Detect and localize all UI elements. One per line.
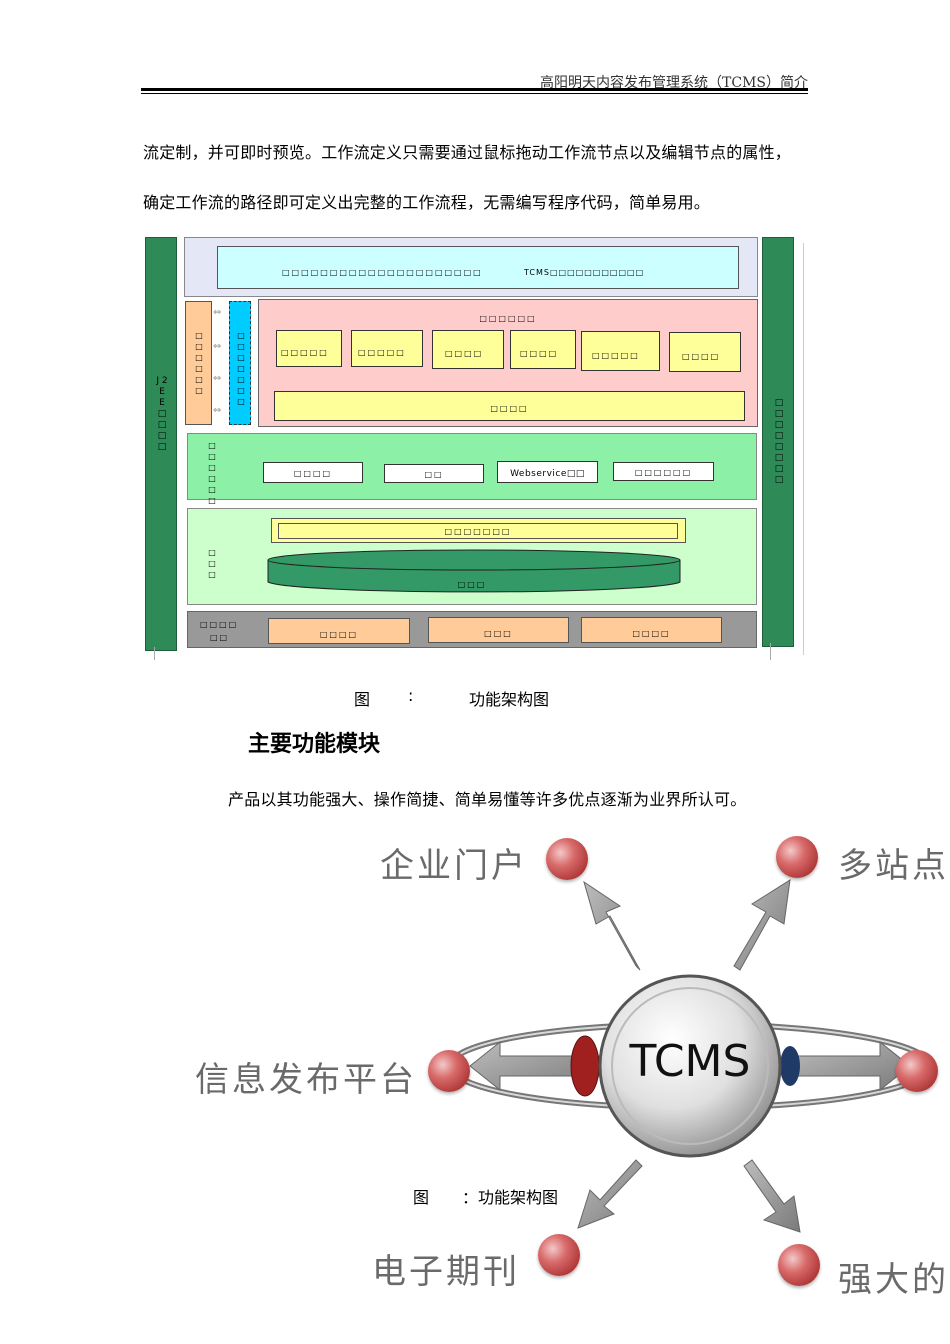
right-column: □ □ □ □ □ □ □ □ bbox=[762, 237, 794, 647]
module-label: □□□□ bbox=[682, 352, 721, 361]
header-rule bbox=[141, 88, 808, 91]
module-label: □□□□□ bbox=[281, 348, 329, 357]
double-arrow-icon: ⇔ bbox=[213, 405, 222, 416]
divider bbox=[770, 643, 771, 660]
function-label: 电子期刊 bbox=[372, 1252, 520, 1292]
figure-caption-prefix: 图 bbox=[413, 1188, 430, 1207]
figure-caption-title: 功能架构图 bbox=[469, 690, 550, 709]
presentation-layer: □□□□□□□□□□□□□□□□□□□□□ TCMS□□□□□□□□□□□ bbox=[184, 237, 758, 297]
module-label: □□□□□ bbox=[592, 351, 640, 360]
service-box: Webservice□□ bbox=[497, 461, 598, 483]
module-label: □□□□ bbox=[445, 349, 484, 358]
function-map-graphics bbox=[447, 879, 933, 1233]
figure-caption-title: ：功能架构图 bbox=[462, 1188, 559, 1207]
infrastructure-box: □□□□ bbox=[581, 617, 722, 643]
j2ee-column: J 2 E E □ □ □ □ bbox=[145, 237, 177, 651]
data-layer: □ □ □ □□□□□□□ □□□ bbox=[187, 508, 757, 605]
module-box: □□□□ bbox=[510, 330, 576, 369]
service-label: Webservice□□ bbox=[510, 469, 585, 479]
service-layer: □ □ □ □ □ □ □□□□ □□ Webservice□□ □□□□□□ bbox=[187, 433, 757, 505]
application-bar-label: □□□□ bbox=[490, 404, 529, 413]
application-bar: □□□□ bbox=[274, 391, 745, 421]
module-box: □□□□ bbox=[432, 330, 504, 369]
module-label: □□□□□ bbox=[358, 348, 406, 357]
section-intro: 产品以其功能强大、操作简捷、简单易懂等许多优点逐渐为业界所认可。 bbox=[228, 790, 747, 809]
module-box: □□□□□ bbox=[276, 330, 342, 367]
infrastructure-label-2: □□ bbox=[210, 633, 230, 642]
paragraph-line-1: 流定制，并可即时预览。工作流定义只需要通过鼠标拖动工作流节点以及编辑节点的属性， bbox=[143, 143, 792, 162]
divider bbox=[803, 243, 804, 655]
application-layer: □□□□□□ □□□□□ □□□□□ □□□□ □□□□ □□□□□ □□□□ … bbox=[258, 299, 758, 427]
section-title: 主要功能模块 bbox=[248, 732, 381, 757]
function-label: 多站点 bbox=[838, 846, 949, 886]
infrastructure-label-1: □□□□ bbox=[200, 620, 239, 629]
database-cylinder-icon bbox=[267, 549, 681, 593]
cyan-side-label: □ □ □ □ □ □ □ bbox=[237, 331, 245, 406]
presentation-right-text: TCMS□□□□□□□□□□□ bbox=[524, 268, 645, 277]
infrastructure-item: □□□□ bbox=[319, 630, 359, 639]
center-label: TCMS bbox=[629, 1036, 751, 1087]
header-title: 高阳明天内容发布管理系统（TCMS）简介 bbox=[540, 75, 808, 91]
figure-caption-colon: : bbox=[408, 686, 414, 705]
service-layer-label: □ □ □ □ □ □ bbox=[208, 441, 216, 505]
module-box: □□□□□ bbox=[581, 331, 660, 371]
function-label: 企业门户 bbox=[380, 846, 528, 886]
red-ball-icon bbox=[778, 1244, 820, 1286]
application-layer-title: □□□□□□ bbox=[479, 314, 537, 323]
function-label: 强大的 bbox=[838, 1260, 949, 1300]
red-ball-icon bbox=[776, 836, 818, 878]
cyan-side-box: □ □ □ □ □ □ □ bbox=[229, 301, 251, 425]
red-ball-icon bbox=[896, 1050, 938, 1092]
presentation-inner-box: □□□□□□□□□□□□□□□□□□□□□ TCMS□□□□□□□□□□□ bbox=[217, 246, 739, 289]
database-label: □□□ bbox=[457, 580, 487, 589]
data-bar-label: □□□□□□□ bbox=[444, 527, 512, 536]
right-column-label: □ □ □ □ □ □ □ □ bbox=[774, 398, 784, 485]
function-map: TCMS 企业门户 多站点 信息发布平台 电子期刊 强大的 图 ：功能架构图 bbox=[0, 820, 950, 1344]
infrastructure-box: □□□ bbox=[428, 617, 569, 643]
figure-caption-prefix: 图 bbox=[354, 690, 371, 709]
service-box: □□ bbox=[384, 464, 484, 483]
presentation-left-text: □□□□□□□□□□□□□□□□□□□□□ bbox=[282, 268, 483, 277]
orange-side-label: □ □ □ □ □ □ bbox=[195, 331, 203, 395]
infrastructure-item: □□□ bbox=[484, 629, 513, 638]
module-label: □□□□ bbox=[520, 349, 559, 358]
infrastructure-layer: □□□□ □□ □□□□ □□□ □□□□ bbox=[187, 611, 757, 648]
divider bbox=[154, 647, 155, 660]
red-ball-icon bbox=[546, 838, 588, 880]
service-label: □□□□□□ bbox=[634, 468, 693, 477]
service-label: □□ bbox=[424, 470, 444, 479]
paragraph-line-2: 确定工作流的路径即可定义出完整的工作流程，无需编写程序代码，简单易用。 bbox=[143, 193, 711, 212]
architecture-diagram: J 2 E E □ □ □ □ □ □ □ □ □ □ □ □ □□□□□□□□… bbox=[143, 235, 807, 660]
module-box: □□□□□ bbox=[351, 330, 423, 367]
double-arrow-icon: ⇔ bbox=[213, 307, 222, 318]
data-bar-inner: □□□□□□□ bbox=[278, 523, 678, 539]
infrastructure-box: □□□□ bbox=[268, 618, 410, 644]
data-layer-label: □ □ □ bbox=[208, 548, 216, 579]
data-bar-outer: □□□□□□□ bbox=[271, 518, 686, 543]
header-rule-thin bbox=[141, 93, 808, 94]
service-box: □□□□ bbox=[263, 462, 363, 483]
red-ball-icon bbox=[428, 1050, 470, 1092]
double-arrow-icon: ⇔ bbox=[213, 341, 222, 352]
function-label: 信息发布平台 bbox=[195, 1060, 417, 1100]
orange-side-box: □ □ □ □ □ □ bbox=[185, 301, 212, 425]
j2ee-column-label: J 2 E E □ □ □ □ bbox=[156, 376, 168, 452]
service-box: □□□□□□ bbox=[613, 462, 714, 481]
infrastructure-item: □□□□ bbox=[632, 629, 671, 638]
service-label: □□□□ bbox=[293, 469, 333, 478]
double-arrow-icon: ⇔ bbox=[213, 373, 222, 384]
red-ball-icon bbox=[538, 1234, 580, 1276]
module-box: □□□□ bbox=[669, 332, 741, 372]
